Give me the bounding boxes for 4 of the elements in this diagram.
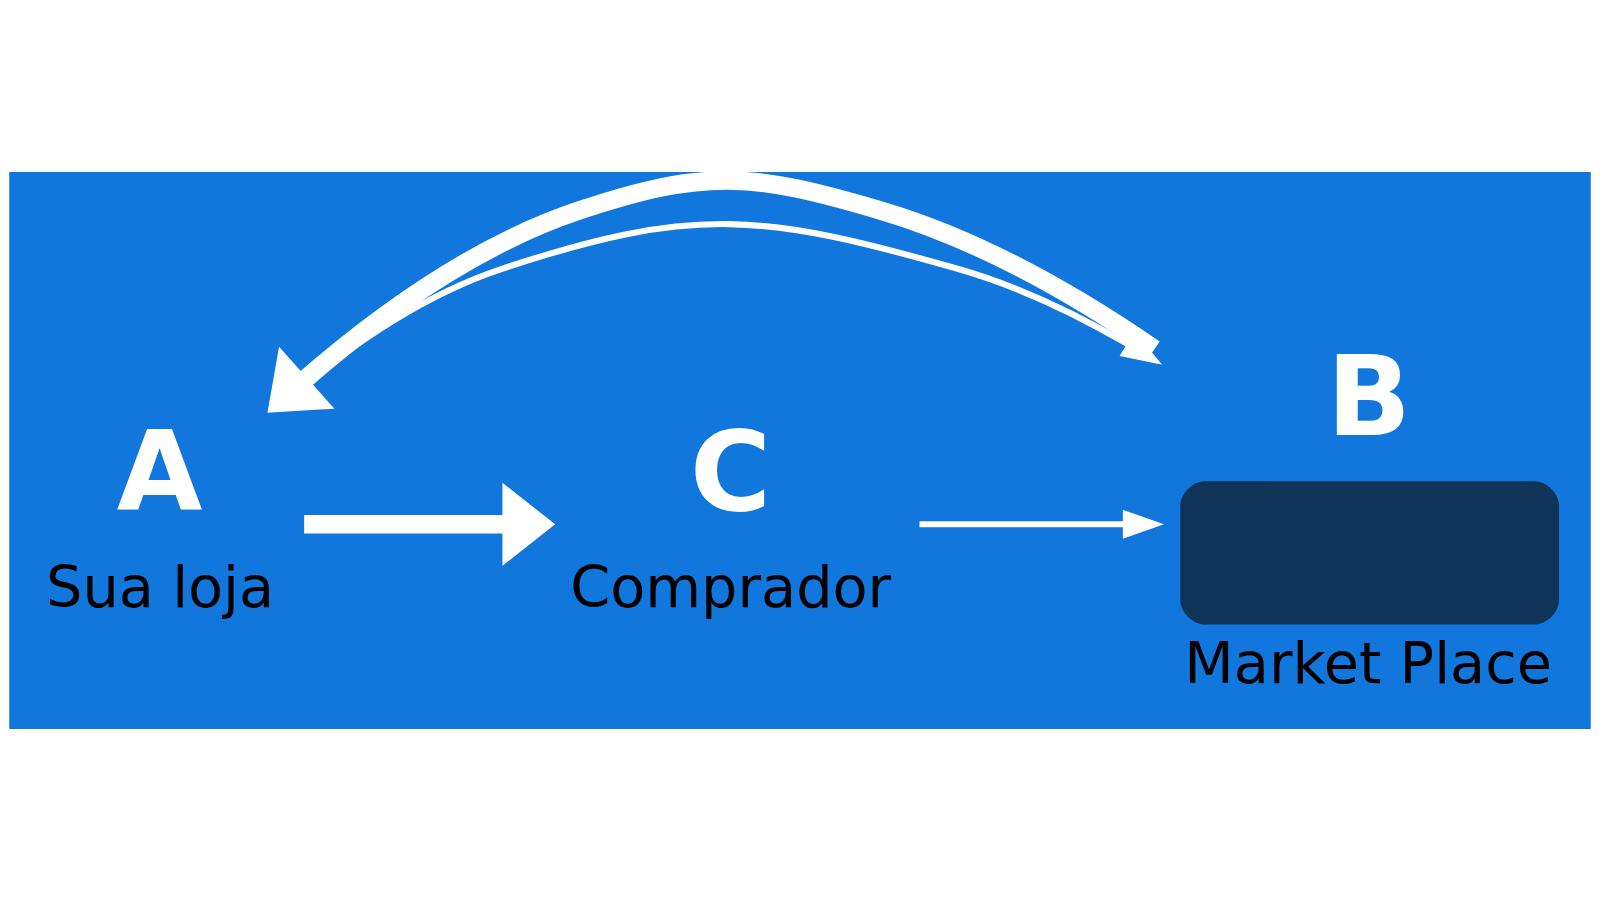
node-text: C Comprador (570, 406, 892, 621)
node-label: B (1326, 331, 1411, 461)
node-label: Market Place (1184, 629, 1552, 697)
node-text: A Sua loja (46, 406, 275, 621)
